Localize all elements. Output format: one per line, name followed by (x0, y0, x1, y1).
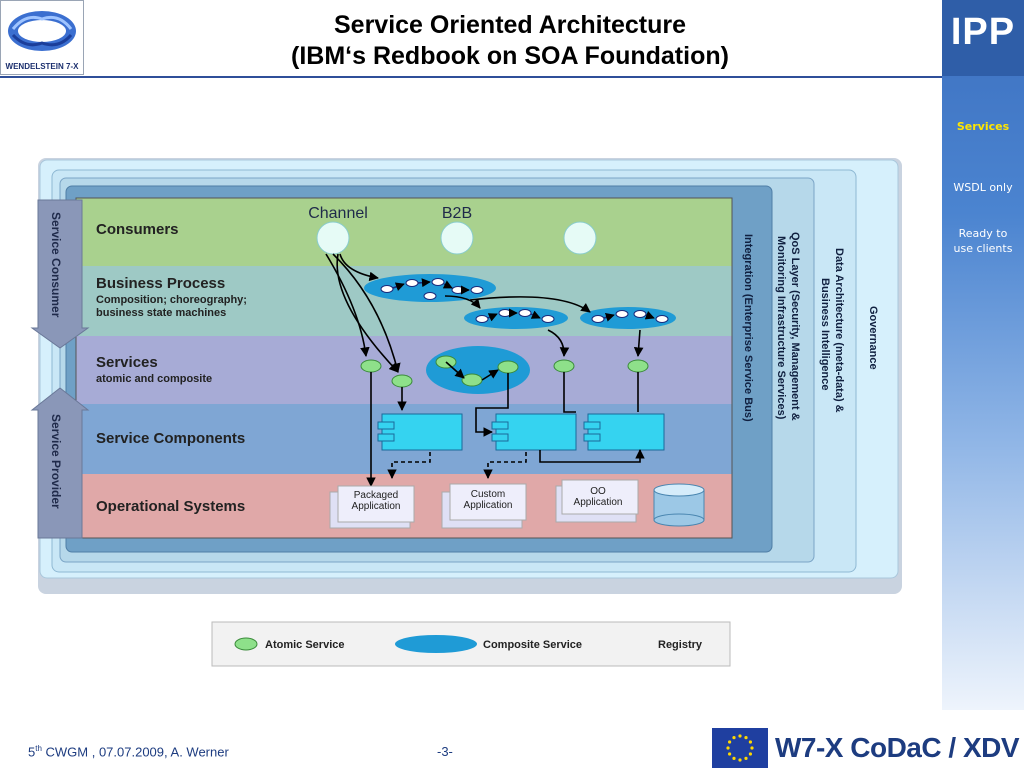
sidebar-item-label-2: use clients (953, 242, 1013, 255)
component-links (366, 372, 645, 487)
footer-event-suffix: th (35, 744, 42, 753)
process-internal-arrows (392, 278, 655, 322)
layer-subtitle-business-process-1: Composition; choreography; (96, 294, 247, 306)
sidebar-item-wsdl-only[interactable]: WSDL only (953, 181, 1013, 194)
service-component-1 (377, 413, 463, 451)
data-architecture-label-1: Data Architecture (meta-data) & (833, 248, 845, 413)
oo-application-label-1: OO (590, 486, 606, 497)
integration-layer-label: Integration (Enterprise Service Bus) (742, 234, 754, 422)
service-component-3 (583, 413, 665, 451)
atomic-service-in-composite-3 (497, 360, 519, 374)
process-composite-1 (364, 274, 496, 302)
dashed-links (387, 452, 527, 479)
layer-title-service-components: Service Components (96, 430, 245, 447)
logo-text: WENDELSTEIN 7-X (5, 62, 79, 71)
page-number: -3- (437, 744, 453, 759)
wendelstein-logo: WENDELSTEIN 7-X (0, 0, 84, 75)
governance-label: Governance (867, 306, 879, 370)
layer-title-business-process: Business Process (96, 275, 225, 292)
packaged-application: Packaged Application (329, 485, 415, 529)
service-consumer-label: Service Consumer (49, 212, 63, 318)
data-architecture-label-2: Business Intelligence (819, 278, 831, 390)
atomic-service-in-composite-2 (461, 373, 483, 387)
sidebar-item-services[interactable]: Services (956, 120, 1010, 133)
header-divider (0, 76, 942, 78)
soa-diagram: Consumers Business Process Composition; … (30, 158, 902, 667)
legend-composite-icon (395, 635, 477, 653)
ipp-logo: IPP (942, 0, 1024, 76)
process-composite-2 (464, 307, 568, 329)
title-line-1: Service Oriented Architecture (334, 11, 686, 39)
footer-brand: W7-X CoDaC / XDV (774, 732, 1020, 763)
packaged-application-label-2: Application (352, 501, 401, 512)
legend-atomic-icon (234, 637, 258, 651)
footer-event-text: CWGM , 07.07.2009, A. Werner (41, 744, 229, 760)
atomic-service-1 (360, 359, 382, 373)
oo-application-label-2: Application (574, 497, 623, 508)
qos-layer-label-1: QoS Layer (Security, Management & (789, 232, 801, 421)
consumer-node (563, 221, 597, 255)
layer-subtitle-services: atomic and composite (96, 373, 212, 385)
service-component-2 (491, 413, 577, 451)
flow-arrows (325, 253, 644, 381)
service-provider-label: Service Provider (49, 414, 63, 509)
legend-registry-label: Registry (658, 639, 703, 651)
channel-consumer-node (316, 221, 350, 255)
services-band (76, 336, 732, 404)
page-title: Service Oriented Architecture (IBM‘s Red… (100, 10, 920, 72)
b2b-consumer-node (440, 221, 474, 255)
oo-application: OO Application (555, 479, 639, 523)
atomic-service-2 (391, 374, 413, 388)
eu-stars-icon (726, 734, 754, 762)
sidebar-item-ready-to-use-clients[interactable]: Ready to use clients (944, 226, 1022, 256)
legend-composite-label: Composite Service (483, 639, 582, 651)
legend-atomic-label: Atomic Service (265, 639, 344, 651)
layer-subtitle-business-process-2: business state machines (96, 307, 226, 319)
database-icon (653, 483, 705, 527)
bands-border (75, 197, 733, 539)
custom-application-label-1: Custom (471, 489, 505, 500)
packaged-application-label-1: Packaged (354, 490, 398, 501)
sidebar (942, 0, 1024, 710)
footer-event: 5th CWGM , 07.07.2009, A. Werner (28, 744, 229, 759)
layer-title-operational-systems: Operational Systems (96, 498, 245, 515)
atomic-service-4 (627, 359, 649, 373)
sidebar-item-label-1: Ready to (958, 227, 1008, 240)
channel-label: Channel (308, 205, 368, 222)
title-line-2: (IBM‘s Redbook on SOA Foundation) (291, 42, 729, 70)
qos-layer-label-2: Monitoring Infrastructure Services) (775, 236, 787, 420)
custom-application-label-2: Application (464, 500, 513, 511)
service-consumer-arrow (30, 199, 90, 349)
custom-application: Custom Application (441, 483, 527, 529)
service-provider-arrow (30, 387, 90, 539)
layer-title-consumers: Consumers (96, 221, 179, 238)
consumers-band (76, 198, 732, 266)
footer-event-number: 5 (28, 744, 36, 760)
atomic-service-3 (553, 359, 575, 373)
b2b-label: B2B (442, 205, 472, 222)
stellarator-icon (8, 11, 76, 51)
eu-flag-icon (712, 728, 768, 768)
layer-title-services: Services (96, 354, 158, 371)
